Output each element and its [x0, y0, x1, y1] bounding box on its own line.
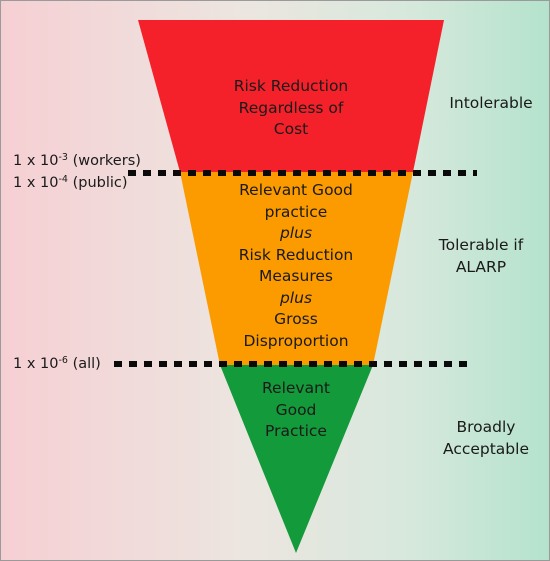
acceptable-segment: [220, 365, 373, 553]
tolerable-text-line: Risk Reduction: [238, 245, 354, 264]
tolerable-text-line: plus: [279, 288, 313, 307]
tolerable-segment: [180, 172, 413, 365]
tolerable-text-line: Relevant Good: [239, 181, 353, 199]
threshold-workers-label: 1 x 10-3 (workers): [13, 152, 141, 169]
intolerable-text-line: Risk Reduction: [233, 77, 349, 95]
tolerable-text-line: Disproportion: [243, 331, 349, 350]
threshold-all-label: 1 x 10-6 (all): [13, 355, 101, 372]
acceptable-text-line: Practice: [265, 422, 327, 440]
tolerable-text-line: Measures: [259, 267, 333, 285]
zone-label-line: Tolerable if: [438, 236, 524, 254]
acceptable-text-line: Relevant: [261, 379, 331, 397]
intolerable-text-line: Cost: [273, 120, 309, 138]
zone-label-tolerable: Tolerable if ALARP: [418, 234, 544, 278]
zone-label-intolerable: Intolerable: [438, 92, 544, 114]
tolerable-text-line: plus: [279, 224, 313, 242]
intolerable-text-line: Regardless of: [238, 98, 344, 117]
tolerable-text-line: practice: [264, 202, 328, 221]
zone-label-line: ALARP: [455, 258, 507, 276]
acceptable-text-line: Good: [275, 400, 317, 419]
tolerable-text-line: Gross: [274, 310, 318, 328]
zone-label-line: Broadly: [456, 418, 516, 436]
threshold-public-label: 1 x 10-4 (public): [13, 174, 128, 191]
intolerable-segment: [138, 20, 444, 172]
zone-label-line: Intolerable: [449, 94, 533, 112]
zone-label-line: Acceptable: [442, 440, 529, 458]
